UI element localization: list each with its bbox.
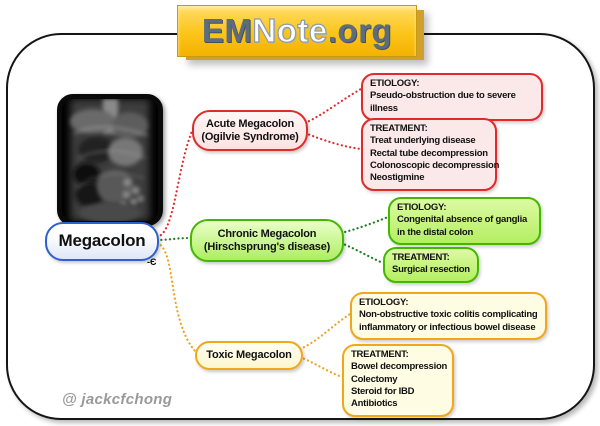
toxic-treatment-line: Antibiotics xyxy=(351,398,398,410)
toxic-etiology-title: ETIOLOGY: xyxy=(359,297,409,308)
node-megacolon-label: Megacolon xyxy=(58,231,146,251)
root-collapse-marker: -Є xyxy=(147,257,157,267)
acute-treatment-line: Treat underlying disease xyxy=(370,135,476,147)
acute-etiology-box: ETIOLOGY: Pseudo-obstruction due to seve… xyxy=(361,73,543,122)
node-chronic-label-1: Chronic Megacolon xyxy=(217,227,317,240)
acute-etiology-text: Pseudo-obstruction due to severe illness xyxy=(370,90,516,114)
node-acute-label-2: (Ogilvie Syndrome) xyxy=(201,130,299,143)
abdominal-xray-image xyxy=(57,94,163,226)
node-toxic-label: Toxic Megacolon xyxy=(206,349,292,362)
node-acute-label-1: Acute Megacolon xyxy=(205,117,295,130)
chronic-treatment-box: TREATMENT: Surgical resection xyxy=(383,247,479,283)
toxic-etiology-text: Non-obstructive toxic colitis complicati… xyxy=(359,309,538,333)
emnote-logo-plate: EMNote.org xyxy=(177,5,417,57)
toxic-treatment-title: TREATMENT: xyxy=(351,349,409,360)
chronic-treatment-title: TREATMENT: xyxy=(392,252,450,263)
toxic-treatment-line: Bowel decompression xyxy=(351,361,448,373)
acute-treatment-line: Colonoscopic decompression xyxy=(370,160,500,172)
chronic-treatment-line: Surgical resection xyxy=(392,264,470,276)
node-chronic-megacolon: Chronic Megacolon (Hirschsprung's diseas… xyxy=(190,219,344,262)
acute-treatment-box: TREATMENT: Treat underlying disease Rect… xyxy=(361,118,500,191)
node-chronic-label-2: (Hirschsprung's disease) xyxy=(203,240,331,253)
chronic-etiology-title: ETIOLOGY: xyxy=(397,202,447,213)
node-megacolon: Megacolon xyxy=(45,222,159,261)
toxic-etiology-box: ETIOLOGY: Non-obstructive toxic colitis … xyxy=(350,292,547,341)
emnote-logo-text: EMNote.org xyxy=(201,11,393,50)
acute-treatment-line: Rectal tube decompression xyxy=(370,147,488,159)
logo-em: EM xyxy=(201,12,253,49)
toxic-treatment-line: Colectomy xyxy=(351,373,398,385)
chronic-etiology-box: ETIOLOGY: Congenital absence of ganglia … xyxy=(388,197,541,246)
toxic-treatment-line: Steroid for IBD xyxy=(351,386,415,398)
node-acute-megacolon: Acute Megacolon (Ogilvie Syndrome) xyxy=(192,110,308,151)
toxic-treatment-box: TREATMENT: Bowel decompression Colectomy… xyxy=(342,344,454,417)
acute-treatment-line: Neostigmine xyxy=(370,172,425,184)
acute-treatment-title: TREATMENT: xyxy=(370,123,428,134)
logo-note: Note xyxy=(252,11,328,49)
logo-org: .org xyxy=(327,12,393,49)
chronic-etiology-text: Congenital absence of ganglia in the dis… xyxy=(397,214,527,238)
node-toxic-megacolon: Toxic Megacolon xyxy=(195,341,303,370)
author-handle: @ jackcfchong xyxy=(62,391,173,408)
acute-etiology-title: ETIOLOGY: xyxy=(370,78,420,89)
